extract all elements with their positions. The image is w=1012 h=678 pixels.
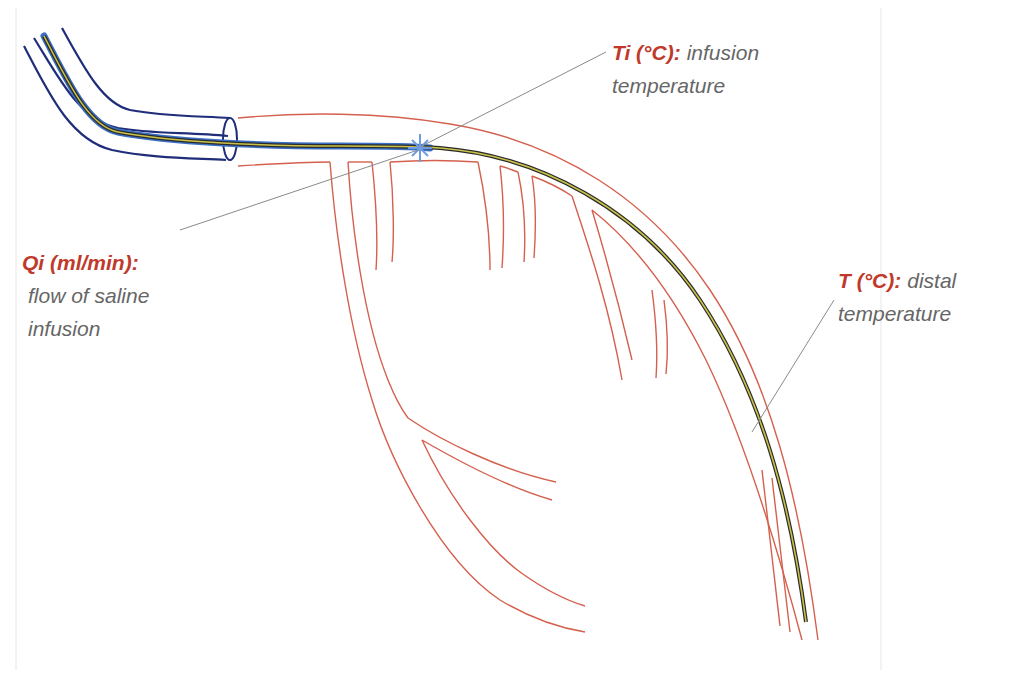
vessel-wall (390, 162, 393, 262)
vessel-wall (518, 172, 525, 262)
vessel-wall (664, 300, 667, 374)
vessel-wall (422, 440, 585, 606)
infusion-catheter (44, 36, 430, 148)
catheter-wall (34, 38, 228, 136)
catheter-tip (223, 118, 237, 160)
catheter-wall (62, 28, 230, 118)
parameter-description: flow of saline infusion (28, 279, 188, 345)
vessel-wall (500, 166, 518, 172)
frame-line (16, 8, 17, 670)
coronary-vessels (238, 114, 818, 640)
vessel-wall (532, 176, 572, 196)
vessel-wall (478, 162, 490, 270)
callout-label: Ti (°C):infusion temperature (612, 36, 844, 102)
leader-line (422, 52, 606, 146)
vessel-wall (348, 161, 372, 162)
callout-label: T (°C):distal temperature (838, 264, 1006, 330)
parameter-name: Qi (ml/min): (22, 246, 222, 279)
vessel-wall (330, 162, 585, 632)
frame-line (881, 8, 882, 670)
vessel-wall (238, 162, 330, 166)
leader-line (752, 300, 834, 432)
leader-line (180, 150, 418, 230)
vessel-wall (532, 176, 535, 258)
vessel-wall (422, 440, 552, 500)
vessel-wall (772, 478, 790, 632)
pressure-wire (44, 36, 806, 622)
vessel-wall (592, 210, 802, 640)
vessel-wall (390, 161, 478, 163)
vessel-wall (762, 470, 780, 626)
callout-label: Qi (ml/min):flow of saline infusion (22, 246, 222, 345)
vessel-wall (500, 166, 503, 268)
leader-lines (180, 52, 834, 432)
vessel-wall (592, 210, 632, 360)
wire-core (44, 36, 806, 622)
infusion-holes (408, 134, 432, 162)
vessel-wall (348, 162, 408, 418)
parameter-name: T (°C): (838, 269, 901, 292)
parameter-name: Ti (°C): (612, 41, 681, 64)
vessel-wall (652, 290, 657, 378)
vessel-wall (238, 114, 818, 640)
vessel-wall (372, 162, 377, 270)
